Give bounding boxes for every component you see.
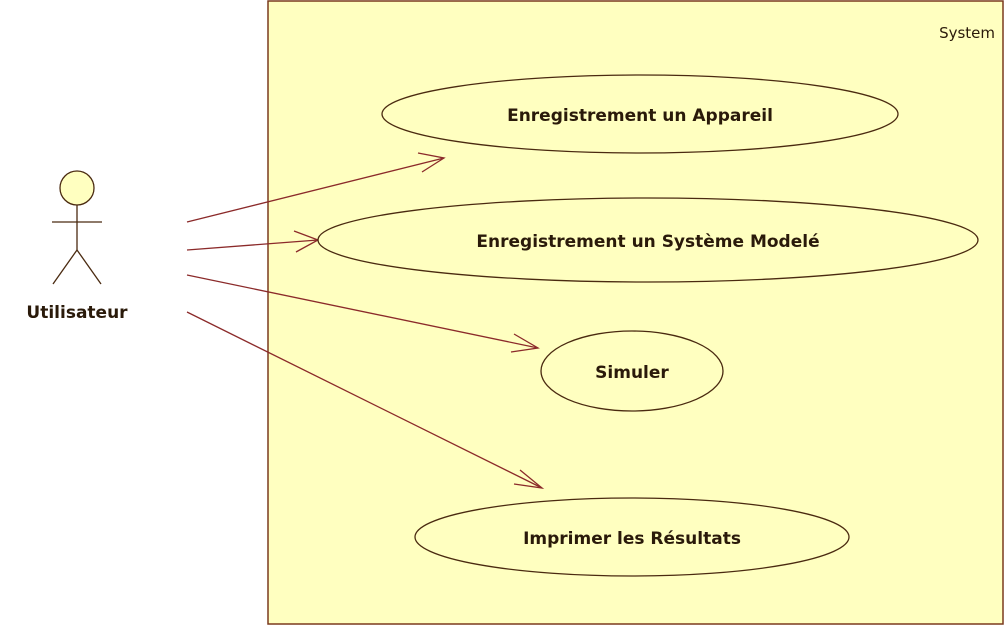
- actor-right-leg: [76, 249, 102, 285]
- use-case-imprimer[interactable]: Imprimer les Résultats: [414, 497, 850, 577]
- use-case-label: Enregistrement un Système Modelé: [476, 232, 819, 252]
- actor-head-icon: [59, 170, 95, 206]
- actor-left-leg: [52, 249, 78, 285]
- association-appareil[interactable]: [186, 152, 446, 223]
- use-case-simuler[interactable]: Simuler: [540, 330, 724, 412]
- actor-name: Utilisateur: [26, 303, 128, 323]
- associations: [186, 152, 545, 489]
- actor-utilisateur[interactable]: [52, 170, 102, 285]
- association-simuler[interactable]: [186, 274, 540, 353]
- use-case-label: Simuler: [595, 363, 669, 383]
- association-imprimer[interactable]: [186, 311, 545, 489]
- use-case-appareil[interactable]: Enregistrement un Appareil: [381, 74, 899, 154]
- use-case-systeme-modele[interactable]: Enregistrement un Système Modelé: [317, 197, 979, 283]
- use-case-label: Enregistrement un Appareil: [507, 106, 773, 126]
- use-case-label: Imprimer les Résultats: [523, 529, 741, 549]
- system-label: System: [939, 24, 995, 42]
